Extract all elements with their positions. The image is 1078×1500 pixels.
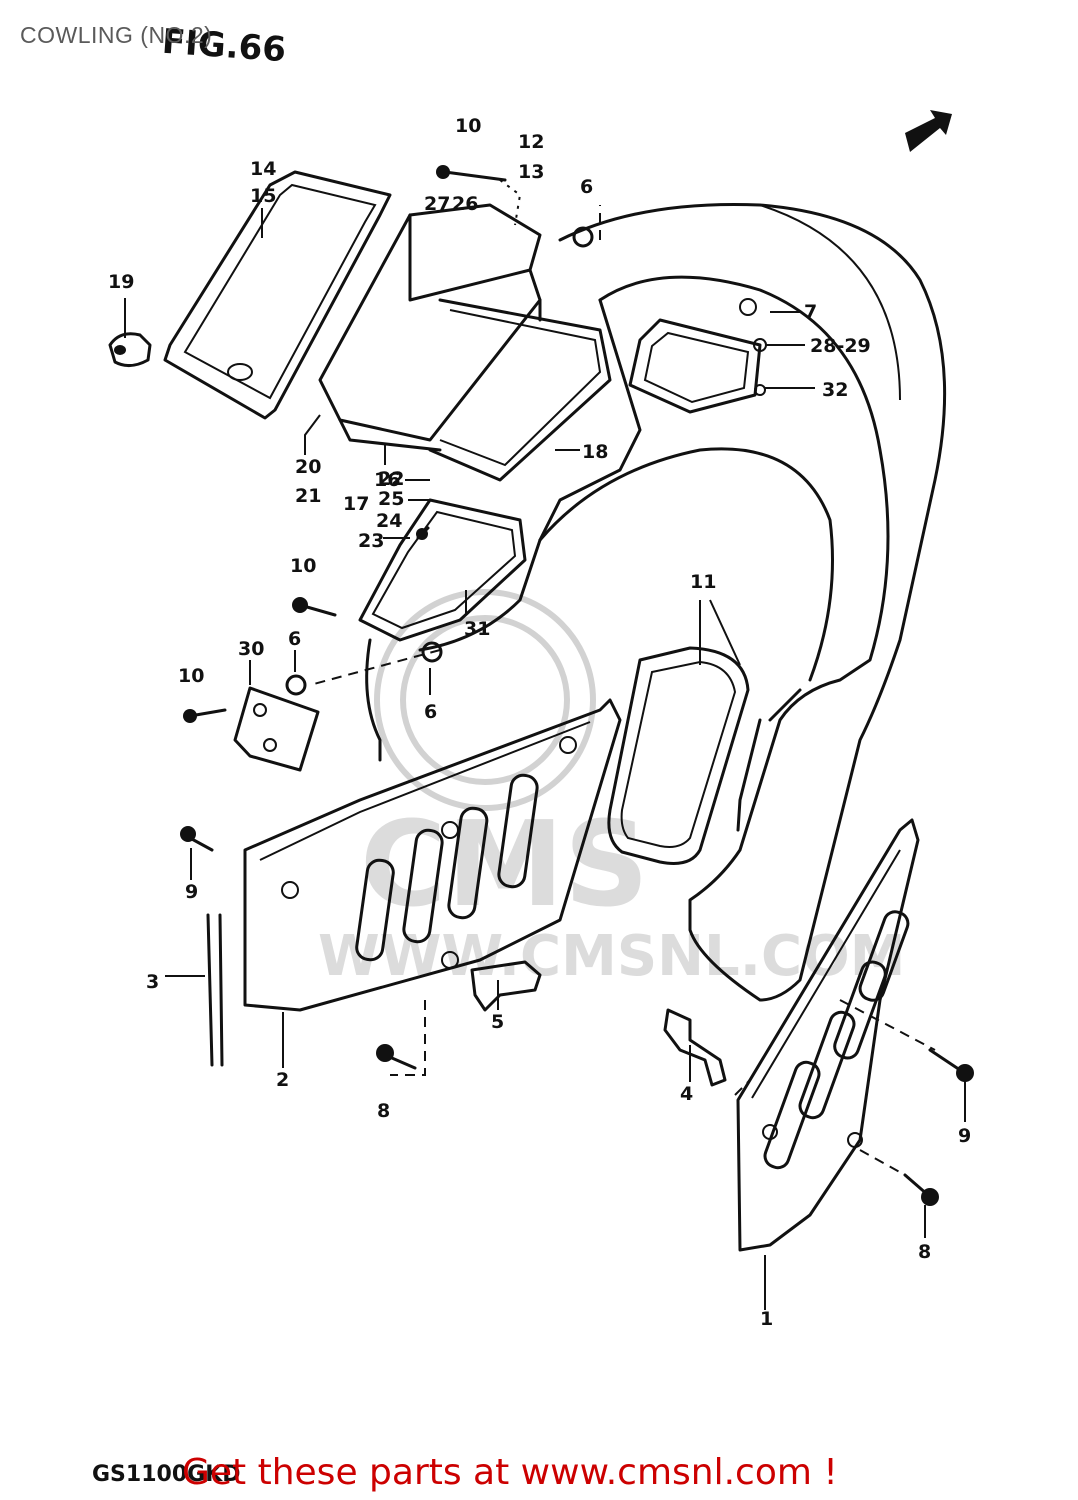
part-label: 21 — [295, 485, 321, 507]
part-label: 1 — [760, 1308, 773, 1330]
part-label: 17 — [343, 493, 369, 515]
seal-part-31 — [358, 498, 527, 642]
part-label: 27 — [424, 193, 450, 215]
part-label: 6 — [288, 628, 301, 650]
cowling-body — [365, 202, 947, 1002]
part-label: 23 — [358, 530, 384, 552]
side-cover-part-2 — [243, 698, 622, 1012]
part-label: 22 — [378, 468, 404, 490]
page-title: COWLING (NO.2) — [20, 22, 213, 48]
part-label: 18 — [582, 441, 608, 463]
part-label: 9 — [958, 1125, 971, 1147]
watermark-brand: CMS — [360, 795, 649, 933]
part-label: 30 — [238, 638, 264, 660]
screws — [180, 165, 974, 1206]
part-label: 6 — [424, 701, 437, 723]
part-label: 32 — [822, 379, 848, 401]
rod-part-3 — [206, 913, 224, 1067]
side-cover-part-1 — [736, 818, 920, 1252]
part-label: 3 — [146, 971, 159, 993]
part-label: 31 — [464, 618, 490, 640]
watermark: CMS WWW.CMSNL.COM — [318, 589, 905, 989]
grommet-part-19 — [108, 332, 152, 367]
model-code: GS1100GKD — [92, 1462, 241, 1487]
part-label: 10 — [290, 555, 316, 577]
part-label: 10 — [455, 115, 481, 137]
part-label: 6 — [580, 176, 593, 198]
part-label: 4 — [680, 1083, 693, 1105]
part-label: 28-29 — [810, 335, 871, 357]
part-label: 13 — [518, 161, 544, 183]
part-label: 5 — [491, 1011, 504, 1033]
air-box — [318, 203, 767, 482]
leader-lines — [124, 179, 966, 1310]
part-labels: 1 2 3 4 5 6 6 6 7 8 8 9 9 10 10 10 11 12… — [108, 115, 971, 1330]
part-label: 10 — [178, 665, 204, 687]
part-label: 2 — [276, 1069, 289, 1091]
part-label: 24 — [376, 510, 402, 532]
bracket-part-5 — [470, 960, 542, 1012]
part-label: 25 — [378, 488, 404, 510]
part-label: 8 — [918, 1241, 931, 1263]
plate-part-30 — [233, 686, 320, 772]
part-label: 14 — [250, 158, 276, 180]
part-label: 9 — [185, 881, 198, 903]
part-label: 8 — [377, 1100, 390, 1122]
parts-link[interactable]: Get these parts at www.cmsnl.com ! — [182, 1452, 838, 1493]
part-label: 15 — [250, 185, 276, 207]
part-label: 19 — [108, 271, 134, 293]
part-label: 16 — [374, 469, 400, 491]
part-label: 11 — [690, 571, 716, 593]
front-arrow-icon — [905, 110, 952, 152]
part-label: 12 — [518, 131, 544, 153]
part-label: 7 — [804, 301, 817, 323]
watermark-seal — [374, 589, 596, 811]
part-label: 20 — [295, 456, 321, 478]
cover-part-14 — [163, 170, 392, 420]
part-label: 26 — [452, 193, 478, 215]
bracket-part-4 — [663, 1008, 727, 1087]
